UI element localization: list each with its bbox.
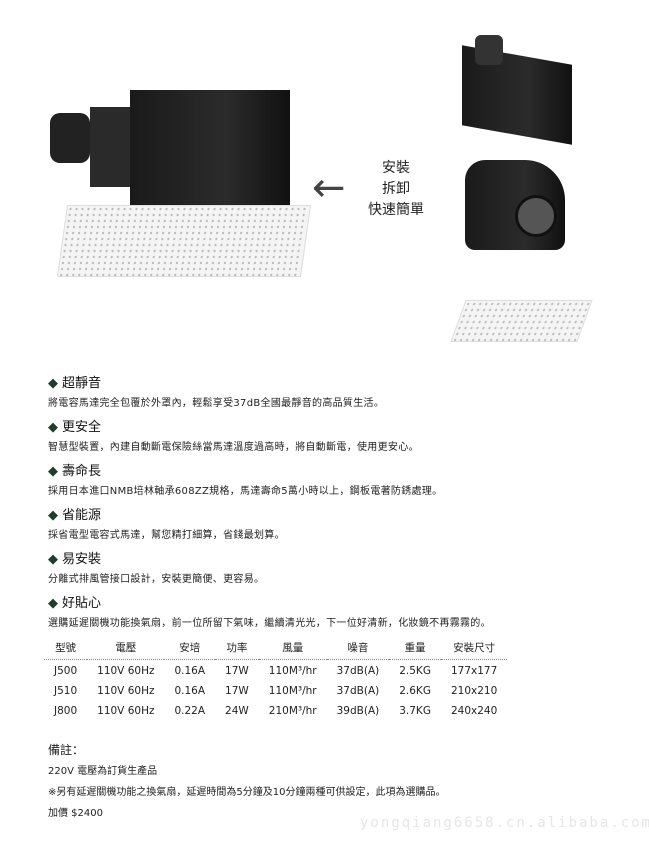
note-line: 220V 電壓為訂貨生產品 — [48, 766, 158, 777]
table-cell: 110M³/hr — [268, 685, 317, 697]
feature-title: 更安全 — [62, 420, 102, 435]
table-row: J800 110V 60Hz 0.22A 24W 210M³/hr 39dB(A) 3.7K… — [44, 700, 507, 720]
feature-title: 好貼心 — [62, 596, 102, 611]
callout-line: 快速簡單 — [368, 202, 424, 218]
note-line: ※另有延遲關機功能之換氣扇，延遲時間為5分鐘及10分鐘兩種可供設定，此項為選購品… — [48, 787, 446, 798]
column-header: 型號 — [44, 640, 88, 660]
table-cell: 0.16A — [174, 685, 206, 697]
table-row: J510 110V 60Hz 0.16A 17W 110M³/hr 37dB(A) 2.6K… — [44, 680, 507, 700]
feature-title: 省能源 — [62, 508, 102, 523]
note-line: 加價 $2400 — [48, 808, 103, 819]
table-cell: 177x177 — [450, 665, 498, 677]
feature-title: 易安裝 — [62, 552, 102, 567]
column-header: 重量 — [389, 640, 441, 660]
feature-title: 壽命長 — [62, 464, 102, 479]
diamond-icon: ◆ — [48, 420, 58, 435]
table-row: J500 110V 60Hz 0.16A 17W 110M³/hr 37dB(A) 2.5K… — [44, 660, 507, 681]
table-cell: 2.6KG — [399, 685, 431, 697]
column-header: 功率 — [215, 640, 259, 660]
diamond-icon: ◆ — [48, 464, 58, 479]
table-cell: 0.22A — [174, 705, 206, 717]
diamond-icon: ◆ — [48, 596, 58, 611]
table-cell: 17W — [225, 665, 249, 677]
install-callout: 安裝 拆卸 快速簡單 — [368, 158, 424, 221]
notes-title: 備註： — [48, 743, 85, 757]
table-cell: 110V 60Hz — [97, 685, 155, 697]
table-cell: 110V 60Hz — [97, 705, 155, 717]
feature-desc: 採省電型電容式馬達，幫您精打細算，省錢最划算。 — [48, 530, 285, 541]
table-cell: J510 — [54, 685, 78, 697]
feature-desc: 智慧型裝置，內建自動斷電保險絲當馬達溫度過高時，將自動斷電，使用更安心。 — [48, 442, 419, 453]
spec-table: 型號電壓安培功率風量噪音重量安裝尺寸 J500 110V 60Hz 0.16A 17W… — [44, 640, 508, 720]
column-header: 安培 — [164, 640, 216, 660]
table-cell: J800 — [54, 705, 78, 717]
diamond-icon: ◆ — [48, 376, 58, 391]
table-cell: J500 — [54, 665, 78, 677]
feature-item: ◆ 省能源採省電型電容式馬達，幫您精打細算，省錢最划算。 — [48, 504, 491, 541]
feature-desc: 採用日本進口NMB培林軸承608ZZ規格，馬達壽命5萬小時以上，鋼板電著防銹處理… — [48, 486, 443, 497]
table-header-row: 型號電壓安培功率風量噪音重量安裝尺寸 — [44, 640, 508, 660]
table-cell: 24W — [225, 705, 249, 717]
feature-desc: 分離式排風管接口設計，安裝更簡便、更容易。 — [48, 574, 265, 585]
feature-desc: 選購延遲關機功能換氣扇，前一位所留下氣味，繼續清光光，下一位好清新，化妝鏡不再霧… — [48, 618, 491, 629]
column-header: 噪音 — [326, 640, 390, 660]
watermark: yongqiang6658.cn.alibaba.com — [360, 815, 649, 831]
diamond-icon: ◆ — [48, 552, 58, 567]
table-cell: 210x210 — [450, 685, 498, 697]
table-cell: 37dB(A) — [336, 685, 380, 697]
column-header: 安裝尺寸 — [440, 640, 508, 660]
table-cell: 3.7KG — [399, 705, 431, 717]
table-cell: 39dB(A) — [336, 705, 380, 717]
fan-product-image — [40, 85, 312, 285]
feature-item: ◆ 好貼心選購延遲關機功能換氣扇，前一位所留下氣味，繼續清光光，下一位好清新，化妝… — [48, 592, 491, 629]
column-header: 風量 — [258, 640, 327, 660]
feature-item: ◆ 壽命長採用日本進口NMB培林軸承608ZZ規格，馬達壽命5萬小時以上，鋼板電著… — [48, 460, 491, 497]
callout-line: 拆卸 — [382, 181, 410, 197]
arrow-left-icon: ← — [312, 165, 346, 211]
table-cell: 240x240 — [450, 705, 498, 717]
table-cell: 110M³/hr — [268, 665, 317, 677]
column-header: 電壓 — [87, 640, 165, 660]
notes: 備註： 220V 電壓為訂貨生產品 ※另有延遲關機功能之換氣扇，延遲時間為5分鐘… — [48, 740, 445, 824]
feature-item: ◆ 易安裝分離式排風管接口設計，安裝更簡便、更容易。 — [48, 548, 491, 585]
grille-panel-image — [450, 300, 593, 342]
diamond-icon: ◆ — [48, 508, 58, 523]
table-cell: 37dB(A) — [336, 665, 380, 677]
table-cell: 0.16A — [174, 665, 206, 677]
table-cell: 17W — [225, 685, 249, 697]
table-cell: 110V 60Hz — [97, 665, 155, 677]
feature-desc: 將電容馬達完全包覆於外罩內，輕鬆享受37dB全國最靜音的高品質生活。 — [48, 398, 385, 409]
table-cell: 210M³/hr — [268, 705, 317, 717]
callout-line: 安裝 — [382, 160, 410, 176]
table-cell: 2.5KG — [399, 665, 431, 677]
feature-list: ◆ 超靜音將電容馬達完全包覆於外罩內，輕鬆享受37dB全國最靜音的高品質生活。 ◆… — [48, 372, 491, 636]
feature-item: ◆ 更安全智慧型裝置，內建自動斷電保險絲當馬達溫度過高時，將自動斷電，使用更安心。 — [48, 416, 491, 453]
feature-item: ◆ 超靜音將電容馬達完全包覆於外罩內，輕鬆享受37dB全國最靜音的高品質生活。 — [48, 372, 491, 409]
feature-title: 超靜音 — [62, 376, 102, 391]
